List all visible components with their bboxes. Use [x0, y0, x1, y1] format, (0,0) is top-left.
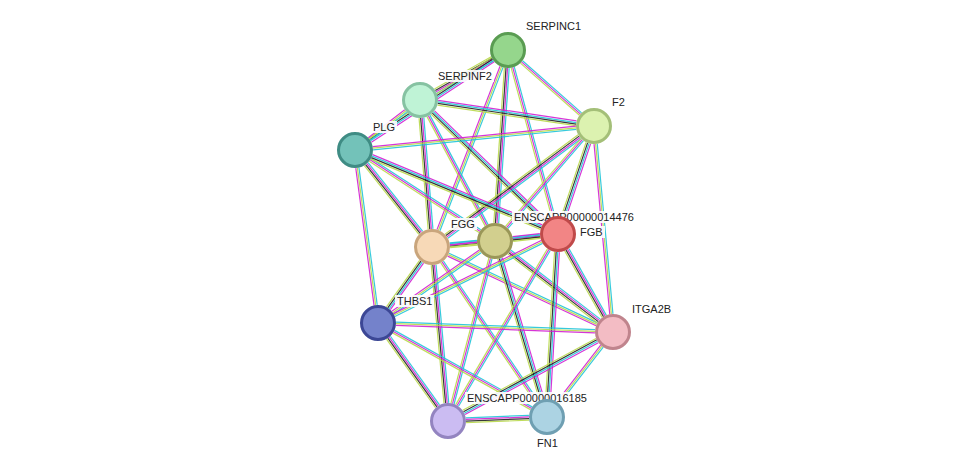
evidence-line [396, 325, 595, 333]
evidence-line [373, 126, 576, 146]
interaction-edge [387, 336, 440, 407]
evidence-line [371, 61, 494, 141]
protein-node: ENSCAPP00000014476 [477, 223, 513, 259]
protein-label: SERPINC1 [524, 20, 583, 32]
evidence-line [568, 249, 605, 316]
evidence-line [561, 142, 586, 216]
evidence-line [396, 324, 595, 332]
evidence-line [359, 168, 377, 305]
evidence-line [419, 118, 428, 229]
protein-label: F2 [610, 96, 627, 108]
evidence-line [373, 128, 576, 148]
evidence-line [547, 252, 556, 399]
protein-node: FGB [540, 216, 576, 252]
evidence-line [438, 103, 576, 124]
interaction-edge [419, 118, 433, 230]
evidence-line [438, 102, 576, 123]
protein-label: FGB [578, 226, 605, 238]
protein-node: SERPINC1 [490, 32, 526, 68]
evidence-line [563, 143, 588, 217]
evidence-line [368, 110, 404, 138]
interaction-edge [466, 415, 529, 422]
evidence-line [513, 238, 540, 241]
protein-node: FGG [414, 229, 450, 265]
protein-node: PLG [337, 132, 373, 168]
protein-node: ITGA2B [595, 314, 631, 350]
evidence-line [565, 251, 602, 318]
interaction-edge [565, 249, 607, 318]
interaction-edge [373, 126, 577, 150]
evidence-line [427, 117, 485, 226]
interaction-edge [396, 322, 595, 333]
protein-label: ENSCAPP00000016185 [465, 392, 589, 404]
evidence-line [389, 337, 438, 406]
evidence-line [521, 62, 580, 114]
protein-label: THBS1 [395, 295, 434, 307]
evidence-line [523, 61, 582, 113]
evidence-line [438, 100, 576, 121]
interaction-edge [448, 253, 598, 326]
protein-label: FGG [449, 218, 477, 230]
evidence-line [368, 163, 423, 232]
protein-node: FN1 [529, 399, 565, 435]
interaction-edge [546, 252, 560, 399]
evidence-line [373, 129, 576, 149]
evidence-line [564, 143, 589, 217]
evidence-line [520, 63, 579, 115]
evidence-line [388, 338, 437, 407]
interaction-edge [561, 142, 590, 217]
evidence-line [421, 118, 430, 229]
interaction-edge [520, 61, 581, 116]
evidence-line [434, 265, 447, 403]
evidence-line [356, 168, 374, 305]
protein-label: ITGA2B [630, 303, 673, 315]
evidence-line [546, 252, 555, 399]
evidence-line [390, 336, 439, 405]
protein-label: SERPINF2 [436, 70, 494, 82]
evidence-line [569, 249, 606, 316]
protein-label: PLG [371, 121, 397, 133]
evidence-line [369, 111, 405, 139]
interaction-edge [356, 168, 377, 306]
protein-label: ENSCAPP00000014476 [512, 211, 636, 223]
evidence-line [566, 250, 603, 317]
interaction-edge [513, 234, 541, 242]
evidence-line [357, 168, 375, 305]
evidence-line [566, 144, 591, 218]
protein-node: F2 [576, 108, 612, 144]
protein-node: ENSCAPP00000016185 [430, 403, 466, 439]
evidence-line [370, 112, 406, 140]
protein-node: THBS1 [360, 305, 396, 341]
evidence-line [511, 68, 552, 217]
protein-node: SERPINF2 [402, 82, 438, 118]
protein-label: FN1 [535, 437, 560, 449]
evidence-line [466, 420, 529, 423]
evidence-line [437, 105, 575, 126]
evidence-line [463, 338, 596, 410]
interaction-edge [437, 100, 576, 125]
interaction-edge [368, 110, 406, 141]
